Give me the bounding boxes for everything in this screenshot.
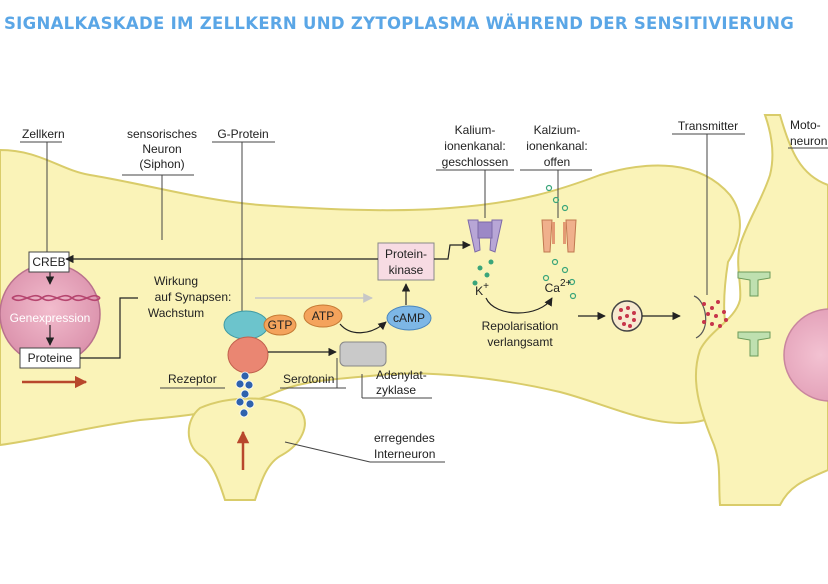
repolarisation-label-2: verlangsamt <box>487 335 553 349</box>
interneuron-label-2: Interneuron <box>374 447 435 461</box>
kalium-label-3: geschlossen <box>442 155 509 169</box>
atp-ellipse <box>303 304 343 328</box>
motoneuron-label-1: Moto- <box>790 118 821 132</box>
kalium-ions <box>472 259 494 286</box>
adenylatzyklase-label-1: Adenylat- <box>376 368 427 382</box>
motoneuron-label-2: neuron <box>790 134 827 148</box>
creb-label: CREB <box>32 255 65 269</box>
atp-label: ATP <box>312 309 334 323</box>
sensorisch-label-2: Neuron <box>142 142 181 156</box>
camp-label: cAMP <box>393 311 425 325</box>
motoneuron-receptor-icon <box>737 271 771 357</box>
interneuron-body <box>187 397 306 501</box>
kalzium-ion-label: Ca2+ <box>545 278 572 295</box>
kalium-channel-icon <box>467 219 503 253</box>
camp-ellipse <box>386 305 432 331</box>
motoneuron-nucleus <box>783 308 828 402</box>
wirkung-label-2: auf Synapsen: <box>155 290 232 304</box>
dna-helix <box>11 294 101 302</box>
page-title: SIGNALKASKADE IM ZELLKERN UND ZYTOPLASMA… <box>4 14 795 33</box>
kalzium-label-3: offen <box>544 155 570 169</box>
interneuron-label-1: erregendes <box>374 431 435 445</box>
leader-lines <box>20 133 828 463</box>
rezeptor-label: Rezeptor <box>168 372 217 386</box>
released-transmitter-dots <box>702 300 728 328</box>
wirkung-label-3: Wachstum <box>148 306 204 320</box>
repolarisation-label-1: Repolarisation <box>482 319 559 333</box>
proteine-label: Proteine <box>28 351 73 365</box>
sensorisch-label-3: (Siphon) <box>139 157 184 171</box>
proteinkinase-label-2: kinase <box>389 263 424 277</box>
zellkern-label: Zellkern <box>22 127 65 141</box>
kalzium-ions <box>542 184 577 300</box>
adenylatzyklase-label-2: zyklase <box>376 383 416 397</box>
kalzium-channel-icon <box>541 219 577 253</box>
rezeptor-shape <box>227 336 269 374</box>
adenylatzyklase-box <box>339 341 387 367</box>
proteinkinase-label-1: Protein- <box>385 247 427 261</box>
sensorisch-label-1: sensorisches <box>127 127 197 141</box>
proteinkinase-box <box>377 242 435 281</box>
kalium-label-1: Kalium- <box>455 123 496 137</box>
gprotein-shape <box>223 310 269 340</box>
gprotein-label: G-Protein <box>217 127 268 141</box>
serotonin-label: Serotonin <box>283 372 334 386</box>
serotonin-vesicles <box>235 371 255 418</box>
kalzium-label-1: Kalzium- <box>534 123 581 137</box>
kalzium-label-2: ionenkanal: <box>526 139 587 153</box>
wirkung-label-1: Wirkung <box>154 274 198 288</box>
transmitter-label: Transmitter <box>678 119 738 133</box>
genexpression-label: Genexpression <box>10 311 91 325</box>
gtp-label: GTP <box>268 318 293 332</box>
motoneuron-body <box>694 114 828 506</box>
vesicle-transmitter-dots <box>618 306 636 328</box>
kalium-ion-label: K+ <box>475 281 489 298</box>
kalium-label-2: ionenkanal: <box>444 139 505 153</box>
gtp-ellipse <box>263 314 297 336</box>
